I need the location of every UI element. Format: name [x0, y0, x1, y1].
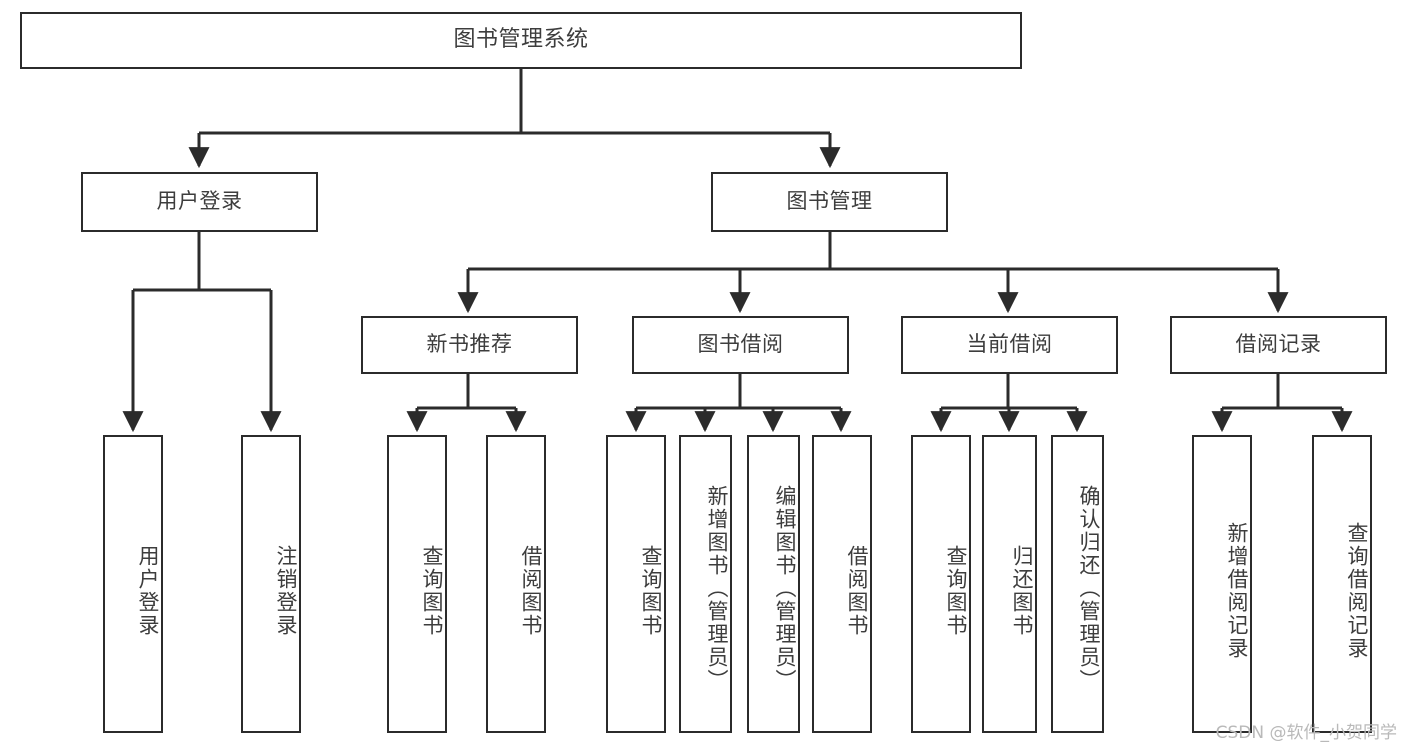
leaf-user-login-1[interactable]: 用户登录 — [103, 435, 163, 733]
node-borrow-record-label: 借阅记录 — [1235, 332, 1322, 357]
leaf-label: 查询借阅记录 — [1345, 522, 1369, 660]
leaf-label: 注销登录 — [274, 545, 298, 637]
leaf-book-borrow-3[interactable]: 编辑图书（管理员） — [747, 435, 800, 733]
node-borrow-record[interactable]: 借阅记录 — [1170, 316, 1387, 374]
node-root[interactable]: 图书管理系统 — [20, 12, 1022, 69]
leaf-label: 新增图书（管理员） — [705, 484, 729, 692]
leaf-label: 查询图书 — [944, 545, 968, 637]
leaf-label: 借阅图书 — [845, 545, 869, 637]
node-book-manage-label: 图书管理 — [786, 189, 873, 214]
node-user-login[interactable]: 用户登录 — [81, 172, 318, 232]
leaf-user-login-2[interactable]: 注销登录 — [241, 435, 301, 733]
node-root-label: 图书管理系统 — [453, 27, 589, 53]
leaf-book-borrow-4[interactable]: 借阅图书 — [812, 435, 872, 733]
node-current-borrow-label: 当前借阅 — [966, 332, 1053, 357]
leaf-label: 用户登录 — [136, 545, 160, 637]
node-current-borrow[interactable]: 当前借阅 — [901, 316, 1118, 374]
leaf-label: 新增借阅记录 — [1225, 522, 1249, 660]
node-new-book[interactable]: 新书推荐 — [361, 316, 578, 374]
node-book-borrow[interactable]: 图书借阅 — [632, 316, 849, 374]
leaf-label: 查询图书 — [639, 545, 663, 637]
node-user-login-label: 用户登录 — [156, 189, 243, 214]
node-new-book-label: 新书推荐 — [426, 332, 513, 357]
leaf-new-book-1[interactable]: 查询图书 — [387, 435, 447, 733]
leaf-borrow-record-1[interactable]: 新增借阅记录 — [1192, 435, 1252, 733]
leaf-label: 确认归还（管理员） — [1077, 484, 1101, 692]
node-book-borrow-label: 图书借阅 — [697, 332, 784, 357]
leaf-book-borrow-2[interactable]: 新增图书（管理员） — [679, 435, 732, 733]
leaf-book-borrow-1[interactable]: 查询图书 — [606, 435, 666, 733]
leaf-current-borrow-1[interactable]: 查询图书 — [911, 435, 971, 733]
leaf-current-borrow-2[interactable]: 归还图书 — [982, 435, 1037, 733]
leaf-current-borrow-3[interactable]: 确认归还（管理员） — [1051, 435, 1104, 733]
watermark-text: CSDN @软件_小贺同学 — [1215, 723, 1397, 743]
leaf-borrow-record-2[interactable]: 查询借阅记录 — [1312, 435, 1372, 733]
leaf-label: 借阅图书 — [519, 545, 543, 637]
leaf-label: 编辑图书（管理员） — [773, 484, 797, 692]
leaf-label: 查询图书 — [420, 545, 444, 637]
node-book-manage[interactable]: 图书管理 — [711, 172, 948, 232]
leaf-new-book-2[interactable]: 借阅图书 — [486, 435, 546, 733]
leaf-label: 归还图书 — [1010, 545, 1034, 637]
